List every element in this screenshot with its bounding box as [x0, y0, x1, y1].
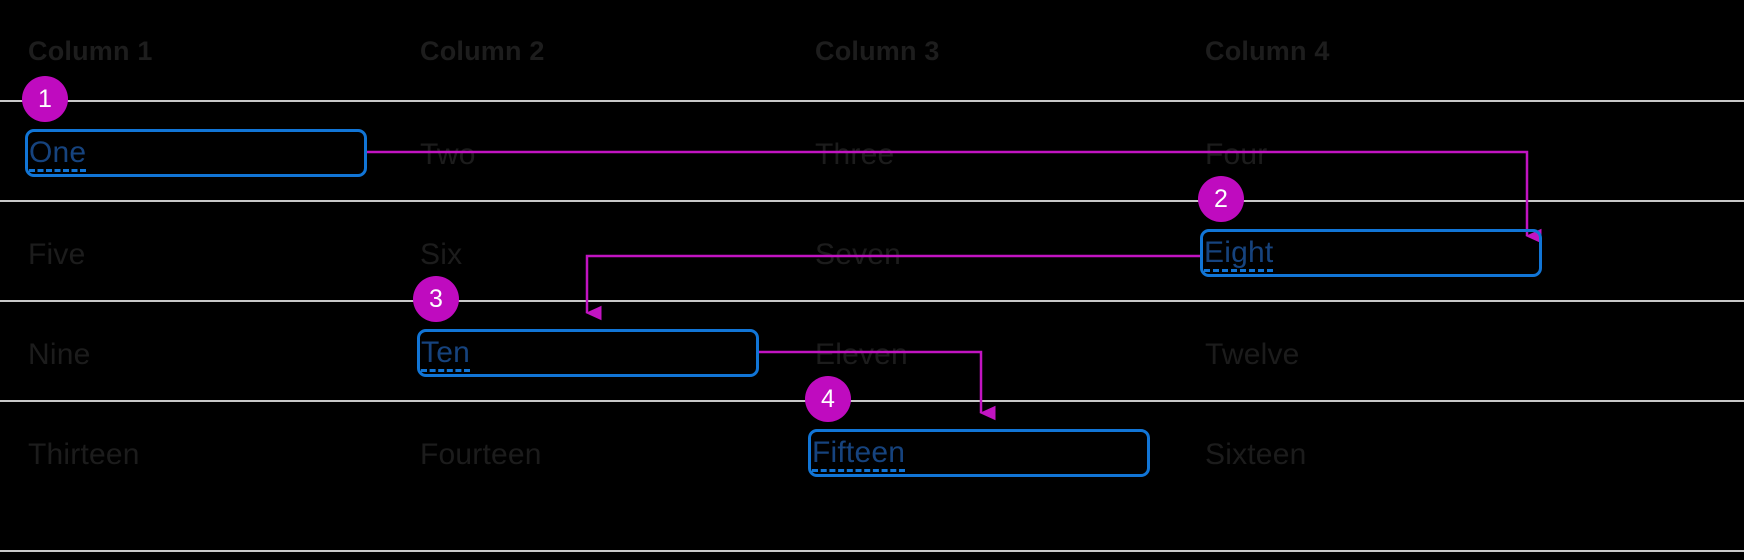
highlighted-cell-box[interactable]	[25, 129, 367, 177]
connector-arrow-1	[367, 150, 1542, 244]
column-header-1[interactable]: Column 1	[28, 36, 153, 66]
highlighted-cell-box[interactable]	[417, 329, 759, 377]
step-badge-4: 4	[805, 376, 851, 422]
column-header-3[interactable]: Column 3	[815, 36, 940, 66]
row-separator-2	[0, 200, 1744, 202]
table-cell[interactable]: Nine	[28, 338, 91, 371]
row-separator-3	[0, 300, 1744, 302]
table-cell[interactable]: Five	[28, 238, 86, 271]
table-cell[interactable]: Twelve	[1205, 338, 1300, 371]
highlighted-cell-box[interactable]	[1200, 229, 1542, 277]
table-cell[interactable]: Sixteen	[1205, 438, 1307, 471]
highlighted-cell-box[interactable]	[808, 429, 1150, 477]
highlighted-cell-label: Fifteen	[812, 438, 906, 472]
table-cell[interactable]: Four	[1205, 138, 1268, 171]
row-separator-1	[0, 100, 1744, 102]
table-cell[interactable]: Thirteen	[28, 438, 140, 471]
table-cell[interactable]: Fourteen	[420, 438, 542, 471]
highlighted-cell-label: One	[29, 138, 87, 172]
highlighted-cell-label: Ten	[421, 338, 470, 372]
column-header-2[interactable]: Column 2	[420, 36, 545, 66]
step-badge-2: 2	[1198, 176, 1244, 222]
column-header-4[interactable]: Column 4	[1205, 36, 1330, 66]
table-cell[interactable]: Three	[815, 138, 895, 171]
row-separator-5	[0, 550, 1744, 552]
highlighted-cell-label: Eight	[1204, 238, 1274, 272]
step-badge-3: 3	[413, 276, 459, 322]
table-cell[interactable]: Six	[420, 238, 463, 271]
table-cell[interactable]: Seven	[815, 238, 902, 271]
row-separator-4	[0, 400, 1744, 402]
table-cell[interactable]: Two	[420, 138, 476, 171]
table-cell[interactable]: Eleven	[815, 338, 908, 371]
step-badge-1: 1	[22, 76, 68, 122]
